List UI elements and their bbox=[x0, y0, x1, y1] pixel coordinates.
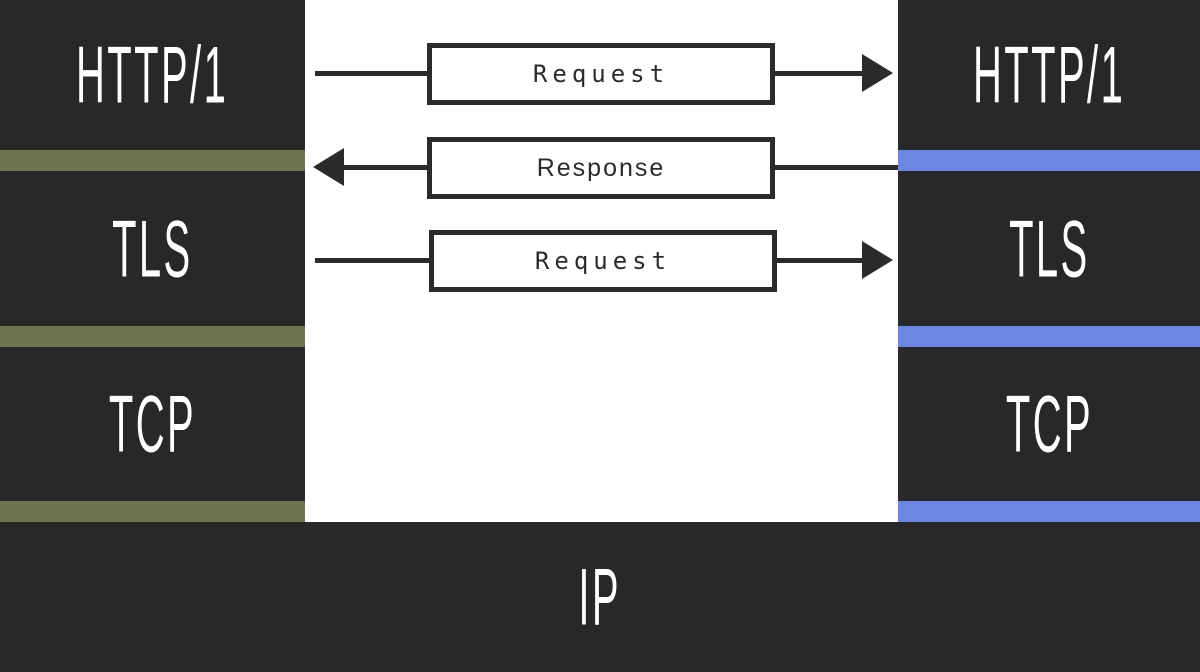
request2-label: Request bbox=[534, 247, 672, 275]
client-layer-tls-label: TLS bbox=[112, 203, 193, 294]
client-layer-divider bbox=[0, 501, 305, 522]
request2-line-right bbox=[777, 258, 863, 263]
client-layer-divider bbox=[0, 150, 305, 171]
response-arrowhead-icon bbox=[313, 148, 344, 186]
client-layer-tcp: TCP bbox=[0, 347, 305, 501]
server-layer-tls-label: TLS bbox=[1008, 203, 1090, 294]
server-layer-divider bbox=[898, 501, 1200, 522]
client-layer-divider bbox=[0, 326, 305, 347]
client-layer-tls: TLS bbox=[0, 171, 305, 326]
request1-line-right bbox=[775, 71, 863, 76]
request1-arrowhead-icon bbox=[862, 54, 893, 92]
server-layer-divider bbox=[898, 326, 1200, 347]
layer-ip: IP bbox=[0, 522, 1200, 672]
response-box: Response bbox=[427, 137, 775, 199]
client-protocol-stack: HTTP/1 TLS TCP bbox=[0, 0, 305, 522]
request1-box: Request bbox=[427, 43, 775, 105]
response-label: Response bbox=[536, 153, 666, 182]
client-layer-http1-label: HTTP/1 bbox=[76, 29, 229, 121]
server-layer-tcp: TCP bbox=[898, 347, 1200, 501]
server-protocol-stack: HTTP/1 TLS TCP bbox=[898, 0, 1200, 522]
layer-ip-label: IP bbox=[578, 551, 622, 643]
server-layer-divider bbox=[898, 150, 1200, 171]
server-layer-http1: HTTP/1 bbox=[898, 0, 1200, 150]
server-layer-http1-label: HTTP/1 bbox=[972, 29, 1126, 121]
response-line-right bbox=[775, 165, 898, 170]
response-line-left bbox=[344, 165, 427, 170]
request2-line-left bbox=[315, 258, 429, 263]
request2-box: Request bbox=[429, 230, 777, 292]
request2-arrowhead-icon bbox=[862, 241, 893, 279]
client-layer-http1: HTTP/1 bbox=[0, 0, 305, 150]
server-layer-tcp-label: TCP bbox=[1005, 378, 1093, 470]
request1-line-left bbox=[315, 71, 428, 76]
client-layer-tcp-label: TCP bbox=[108, 378, 197, 470]
request1-label: Request bbox=[532, 60, 670, 88]
server-layer-tls: TLS bbox=[898, 171, 1200, 326]
